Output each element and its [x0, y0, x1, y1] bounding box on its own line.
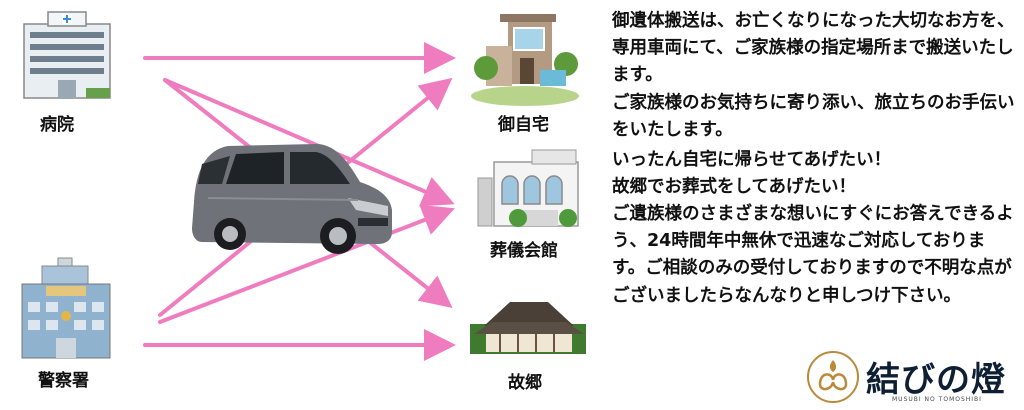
description-paragraph-4: 故郷でお葬式をしてあげたい！: [612, 177, 856, 197]
hometown-label: 故郷: [508, 373, 542, 393]
police-label: 警察署: [38, 371, 89, 391]
home-label: 御自宅: [498, 115, 549, 135]
funeral-hall-icon: [477, 149, 579, 227]
van-image: [192, 144, 392, 254]
funeral-hall-label: 葬儀会館: [490, 241, 558, 261]
arrow-hospital-hall: [163, 78, 455, 207]
description-paragraph-5: ご遺族様のさまざまな想いにすぐにお答えできるよう、24時間年中無休で迅速なご対応…: [612, 204, 1014, 306]
hospital-icon: [23, 11, 111, 99]
arrow-police-hall: [158, 204, 455, 324]
brand-name: 結びの燈: [866, 360, 1006, 400]
police-station-icon: [21, 257, 111, 359]
description-paragraph-2: ご家族様のお気持ちに寄り添い、旅立ちのお手伝いをいたします。: [612, 93, 1015, 141]
description-paragraph-3: いったん自宅に帰らせてあげたい！: [612, 150, 892, 170]
brand-romaji: MUSUBI NO TOMOSHIBI: [892, 396, 982, 403]
brand-logo-icon: [807, 351, 859, 403]
hospital-label: 病院: [40, 115, 74, 135]
house-icon: [471, 14, 579, 106]
description-paragraph-1: 御遺体搬送は、お亡くなりになった大切なお方を、専用車両にて、ご家族様の指定場所ま…: [612, 11, 1015, 86]
traditional-house-icon: [470, 302, 586, 354]
